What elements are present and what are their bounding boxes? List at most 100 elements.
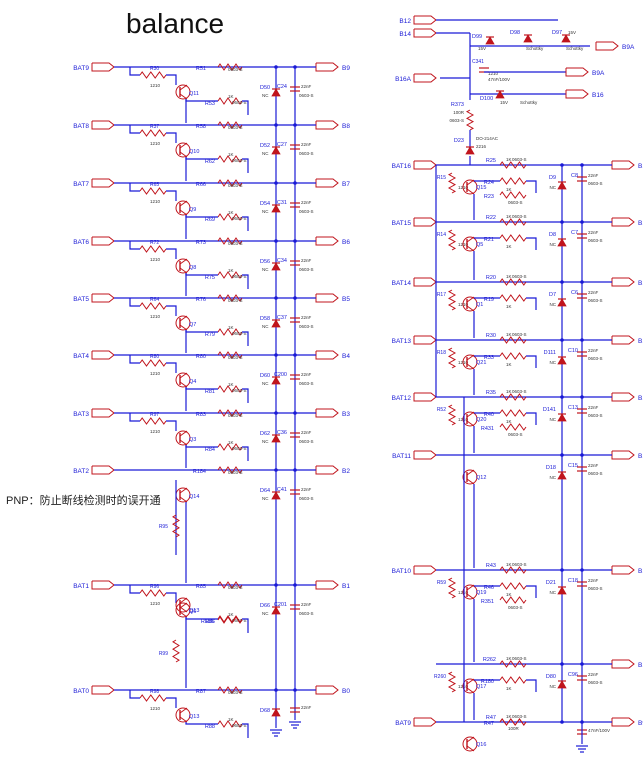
res-r22 xyxy=(499,218,527,226)
port-b7 xyxy=(315,178,339,188)
wire xyxy=(242,331,249,346)
diode-d56 xyxy=(271,262,281,271)
transistor-q8-e xyxy=(179,267,188,274)
label: 0603-S xyxy=(232,216,247,221)
res-r51 xyxy=(217,63,243,71)
label: 0603-S xyxy=(232,100,247,105)
res-r87 xyxy=(217,686,243,694)
label: 0603-S xyxy=(299,496,314,501)
label: 1210 xyxy=(150,83,161,88)
res-r88 xyxy=(217,720,243,728)
wire xyxy=(129,183,140,192)
port-bat8-label: BAT8 xyxy=(73,123,89,130)
label: 0603-S xyxy=(512,562,527,567)
transistor-q9-e xyxy=(179,209,188,216)
res-r14-r xyxy=(447,229,457,251)
port-b11-label: B11 xyxy=(638,453,643,460)
label: D50 xyxy=(260,85,270,91)
label: 0603-S xyxy=(299,151,314,156)
label: R14 xyxy=(437,232,446,238)
port-b15-label: B15 xyxy=(638,220,643,227)
transistor-q5 xyxy=(462,236,478,252)
label: NC xyxy=(262,93,269,98)
transistor-q20 xyxy=(462,411,478,427)
label: R260 xyxy=(434,674,446,680)
label: 1K xyxy=(506,562,512,567)
transistor-q1-c xyxy=(466,296,475,303)
diode-d98 xyxy=(523,34,533,43)
wire xyxy=(242,100,249,115)
label: D52 xyxy=(260,143,270,149)
transistor-q4-c xyxy=(179,372,188,379)
res-r47 xyxy=(499,718,527,726)
wire xyxy=(166,248,177,259)
label: R21 xyxy=(484,237,494,243)
label: 0603-S xyxy=(228,355,243,360)
res-r431 xyxy=(499,423,527,431)
res-r40 xyxy=(499,409,527,417)
label: 0603-S xyxy=(299,267,314,272)
wire xyxy=(242,446,249,461)
res-r21 xyxy=(499,234,527,242)
label: 22nF xyxy=(588,672,599,677)
transistor-q8 xyxy=(175,258,191,274)
port-b7-label: B7 xyxy=(342,181,350,188)
res-r35 xyxy=(499,393,527,401)
port-b16a-label: B16A xyxy=(395,76,412,83)
label: C36 xyxy=(277,430,287,436)
wire xyxy=(526,355,537,368)
label: 0603-S xyxy=(588,586,603,591)
label: C37 xyxy=(277,315,287,321)
label: Q14 xyxy=(189,494,199,500)
label: 100R xyxy=(508,726,520,731)
res-r84 xyxy=(217,443,243,451)
diode-d111 xyxy=(557,356,567,365)
label: R24 xyxy=(484,180,494,186)
label: R23 xyxy=(484,194,494,200)
label: 1K xyxy=(506,362,512,367)
port-b1-label: B1 xyxy=(342,583,350,590)
res-r75 xyxy=(217,271,243,279)
label: C34 xyxy=(277,258,287,264)
label: 1210 xyxy=(150,257,161,262)
wire xyxy=(526,237,537,250)
label: 22nF xyxy=(301,487,312,492)
port-b6-label: B6 xyxy=(342,239,350,246)
wire xyxy=(526,180,537,193)
label: D97 xyxy=(552,30,562,36)
res-r262 xyxy=(499,660,527,668)
label: D68 xyxy=(260,708,270,714)
wire xyxy=(166,190,177,201)
wire xyxy=(526,412,537,425)
transistor-q3-e xyxy=(179,439,188,446)
wire xyxy=(166,132,177,143)
port-bat11-r xyxy=(413,450,437,460)
res-r58 xyxy=(217,121,243,129)
label: R30 xyxy=(486,333,496,339)
label: 1210 xyxy=(150,706,161,711)
label: Q11 xyxy=(189,91,199,97)
transistor-q16 xyxy=(462,736,478,752)
label: NC xyxy=(262,496,269,501)
transistor-q3 xyxy=(175,430,191,446)
label: Q8 xyxy=(189,265,196,271)
port-bat9-label: BAT9 xyxy=(73,65,89,72)
label: C27 xyxy=(277,142,287,148)
label: Q15 xyxy=(476,185,486,191)
res-r66 xyxy=(217,179,243,187)
label: R373 xyxy=(451,102,464,108)
label: 0603-S xyxy=(228,585,243,590)
label: 0603-S xyxy=(228,125,243,130)
res-r18-r xyxy=(447,347,457,369)
res-r96 xyxy=(139,589,167,597)
label: D80 xyxy=(546,674,556,680)
label: R22 xyxy=(486,215,496,221)
label: R69 xyxy=(205,217,215,223)
label: 0603-S xyxy=(512,214,527,219)
label: 0603-S xyxy=(228,67,243,72)
label: 0603-S xyxy=(228,183,243,188)
label: Schottky xyxy=(566,46,584,51)
label: R66 xyxy=(196,182,206,188)
label: 1210 xyxy=(150,141,161,146)
label: 0603-S xyxy=(299,209,314,214)
